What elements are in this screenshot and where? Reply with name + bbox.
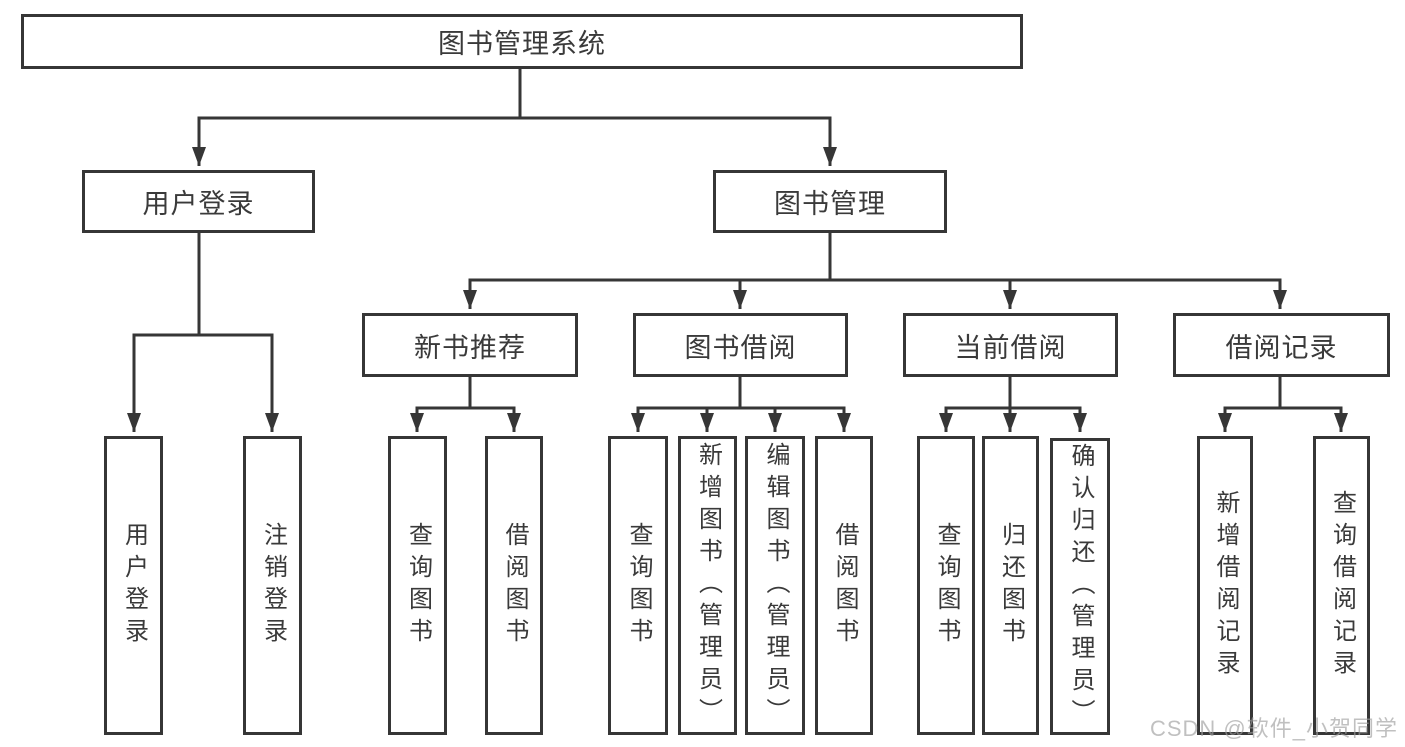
node-book-management-label: 图书管理 (774, 189, 886, 219)
leaf-query-books-current: 查询图书 (917, 436, 975, 735)
leaf-confirm-return-admin-label: 确认归还（管理员） (1067, 442, 1094, 731)
node-current-borrowing: 当前借阅 (903, 313, 1118, 377)
leaf-query-borrow-record-label: 查询借阅记录 (1328, 489, 1356, 682)
node-book-management: 图书管理 (713, 170, 947, 233)
leaf-borrow-books-label: 借阅图书 (831, 521, 858, 650)
leaf-borrow-books: 借阅图书 (815, 436, 873, 735)
leaf-borrow-books-recommend-label: 借阅图书 (501, 521, 528, 650)
leaf-logout-label: 注销登录 (259, 521, 287, 650)
leaf-edit-books-admin: 编辑图书（管理员） (745, 436, 805, 735)
leaf-return-books-label: 归还图书 (997, 521, 1025, 650)
node-borrowing-records: 借阅记录 (1173, 313, 1390, 377)
node-book-borrowing-label: 图书借阅 (684, 332, 797, 363)
leaf-edit-books-admin-label: 编辑图书（管理员） (762, 441, 789, 730)
leaf-return-books: 归还图书 (982, 436, 1039, 735)
node-root: 图书管理系统 (21, 14, 1023, 69)
node-root-label: 图书管理系统 (438, 29, 606, 59)
node-new-book-recommend: 新书推荐 (362, 313, 578, 377)
node-book-borrowing: 图书借阅 (633, 313, 848, 377)
leaf-add-borrow-record-label: 新增借阅记录 (1212, 489, 1239, 682)
leaf-query-books-borrowing: 查询图书 (608, 436, 668, 735)
leaf-query-books-current-label: 查询图书 (933, 521, 960, 650)
leaf-add-borrow-record: 新增借阅记录 (1197, 436, 1253, 735)
leaf-add-books-admin: 新增图书（管理员） (678, 436, 737, 735)
edge-group (127, 69, 1348, 432)
leaf-query-books-borrowing-label: 查询图书 (625, 521, 652, 650)
leaf-query-books-recommend: 查询图书 (388, 436, 447, 735)
leaf-logout: 注销登录 (243, 436, 302, 735)
node-user-login-branch-label: 用户登录 (142, 189, 255, 219)
node-current-borrowing-label: 当前借阅 (954, 332, 1067, 363)
leaf-query-borrow-record: 查询借阅记录 (1313, 436, 1370, 735)
leaf-user-login: 用户登录 (104, 436, 163, 735)
leaf-add-books-admin-label: 新增图书（管理员） (694, 441, 722, 730)
leaf-user-login-label: 用户登录 (120, 521, 148, 650)
node-user-login-branch: 用户登录 (82, 170, 315, 233)
leaf-borrow-books-recommend: 借阅图书 (485, 436, 543, 735)
node-new-book-recommend-label: 新书推荐 (414, 332, 526, 363)
csdn-watermark: CSDN @软件_小贺同学 (1149, 716, 1398, 741)
leaf-confirm-return-admin: 确认归还（管理员） (1050, 438, 1110, 735)
node-borrowing-records-label: 借阅记录 (1225, 332, 1338, 363)
leaf-query-books-recommend-label: 查询图书 (404, 521, 432, 650)
